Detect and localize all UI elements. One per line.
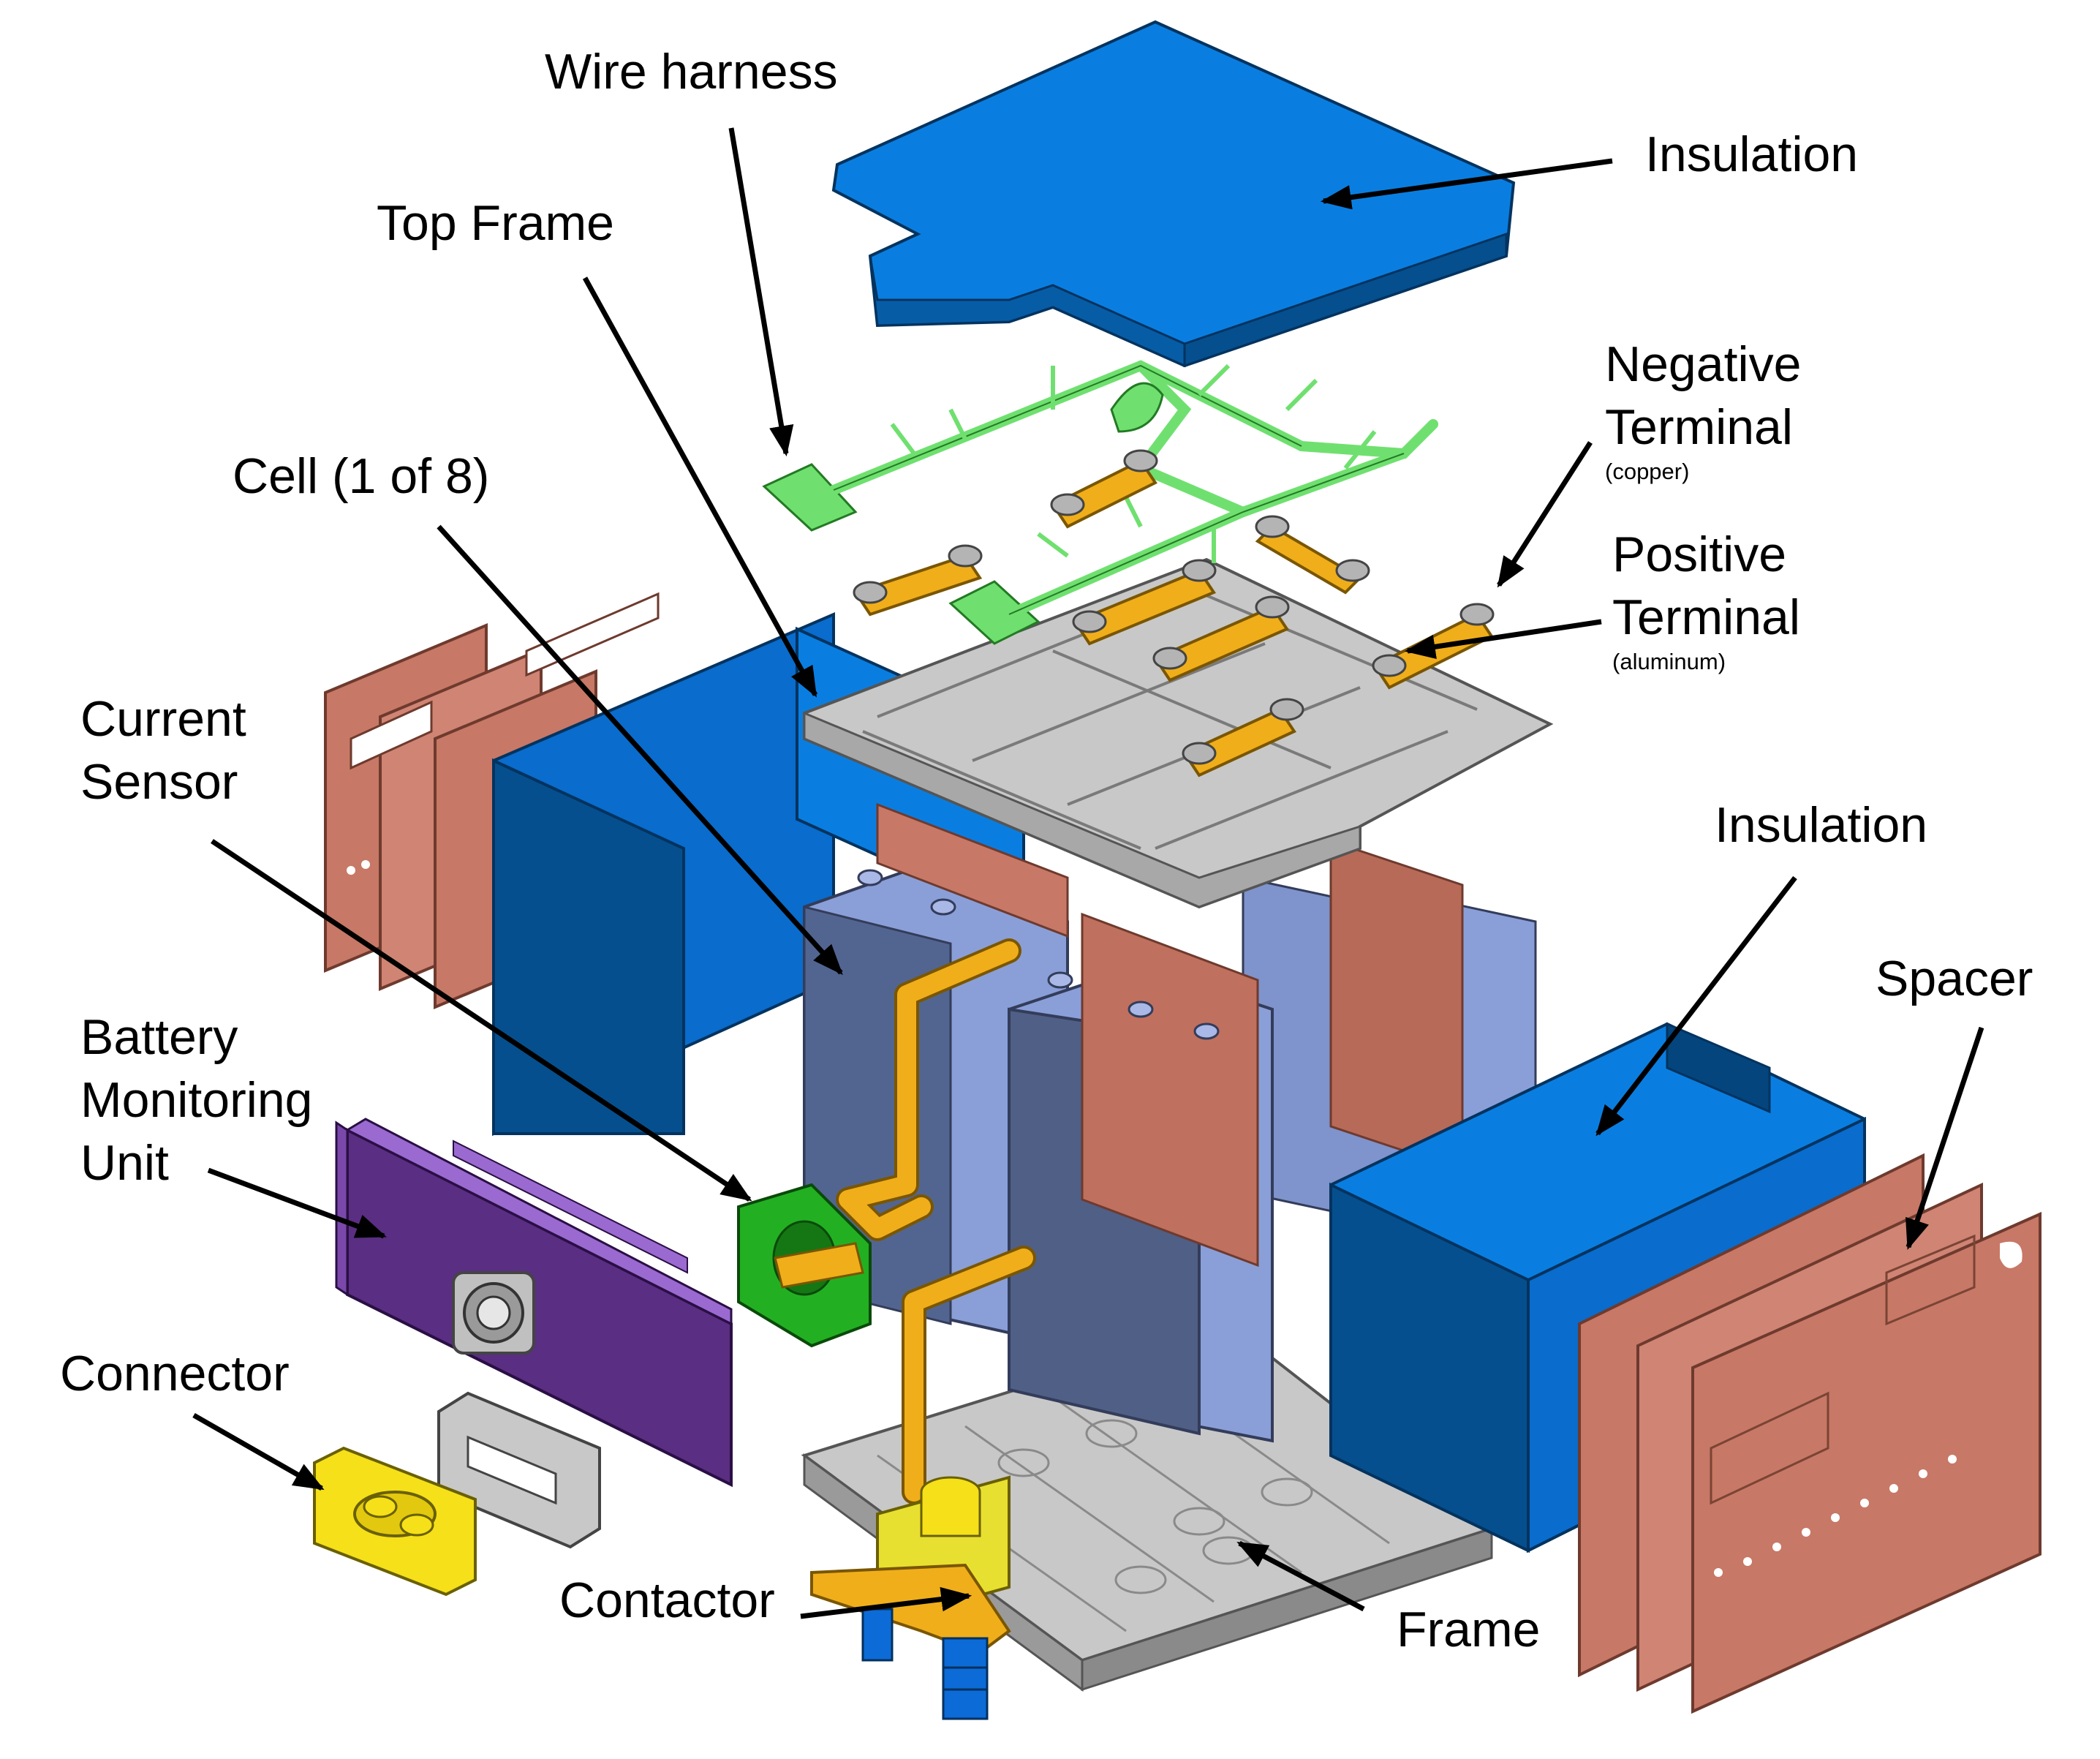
battery-monitoring-unit [335,1118,733,1488]
label-insulation-side: Insulation [1715,797,1928,853]
leader-frame [1236,1540,1365,1612]
wire-harness [762,360,1438,645]
label-positive-terminal-note: (aluminum) [1612,649,1726,674]
label-wire-harness: Wire harness [545,44,838,99]
label-negative-terminal-line2: Terminal [1605,399,1793,455]
gasket [437,1391,601,1549]
label-current-sensor: Current Sensor [80,688,246,813]
label-top-frame: Top Frame [377,195,614,251]
leader-spacer [1906,1026,1984,1250]
leader-insulation-side [1595,875,1797,1137]
leader-connector [192,1412,325,1491]
busbar-main [836,938,1036,1504]
label-positive-terminal-line2: Terminal [1612,590,1800,645]
leader-top-frame [582,276,818,698]
label-negative-terminal: Negative Terminal (copper) [1605,333,1801,485]
leader-contactor [800,1586,972,1619]
label-positive-terminal-line1: Positive [1612,527,1787,582]
connector-part [313,1446,477,1597]
label-bmu-line1: Battery [80,1009,238,1065]
label-negative-terminal-line1: Negative [1605,336,1802,392]
label-frame: Frame [1397,1602,1541,1657]
label-battery-monitoring-unit: Battery Monitoring Unit [80,1006,313,1194]
label-positive-terminal: Positive Terminal (aluminum) [1612,523,1800,675]
leader-negative-terminal [1497,441,1593,588]
contactor [810,1475,1011,1720]
terminal-nuts [853,449,1495,765]
leader-insulation-top [1320,158,1613,210]
spacer-right [1578,1153,2042,1714]
label-current-sensor-line1: Current [80,691,246,747]
label-current-sensor-line2: Sensor [80,754,238,810]
label-contactor: Contactor [559,1572,775,1628]
top-frame [803,557,1554,909]
label-connector: Connector [60,1346,290,1401]
leader-current-sensor [211,839,752,1202]
leader-cell [437,524,843,976]
label-bmu-line3: Unit [80,1135,169,1191]
label-spacer: Spacer [1876,951,2033,1006]
leader-bmu [207,1167,387,1239]
label-insulation-top: Insulation [1645,127,1859,182]
label-negative-terminal-note: (copper) [1605,459,1690,484]
leader-positive-terminal [1404,619,1602,659]
label-cell: Cell (1 of 8) [233,448,490,504]
leader-lines [192,127,1984,1619]
leader-wire-harness [728,127,794,457]
label-bmu-line2: Monitoring [80,1072,313,1128]
insulation-top-sheet [831,20,1516,368]
current-sensor [737,1183,872,1348]
